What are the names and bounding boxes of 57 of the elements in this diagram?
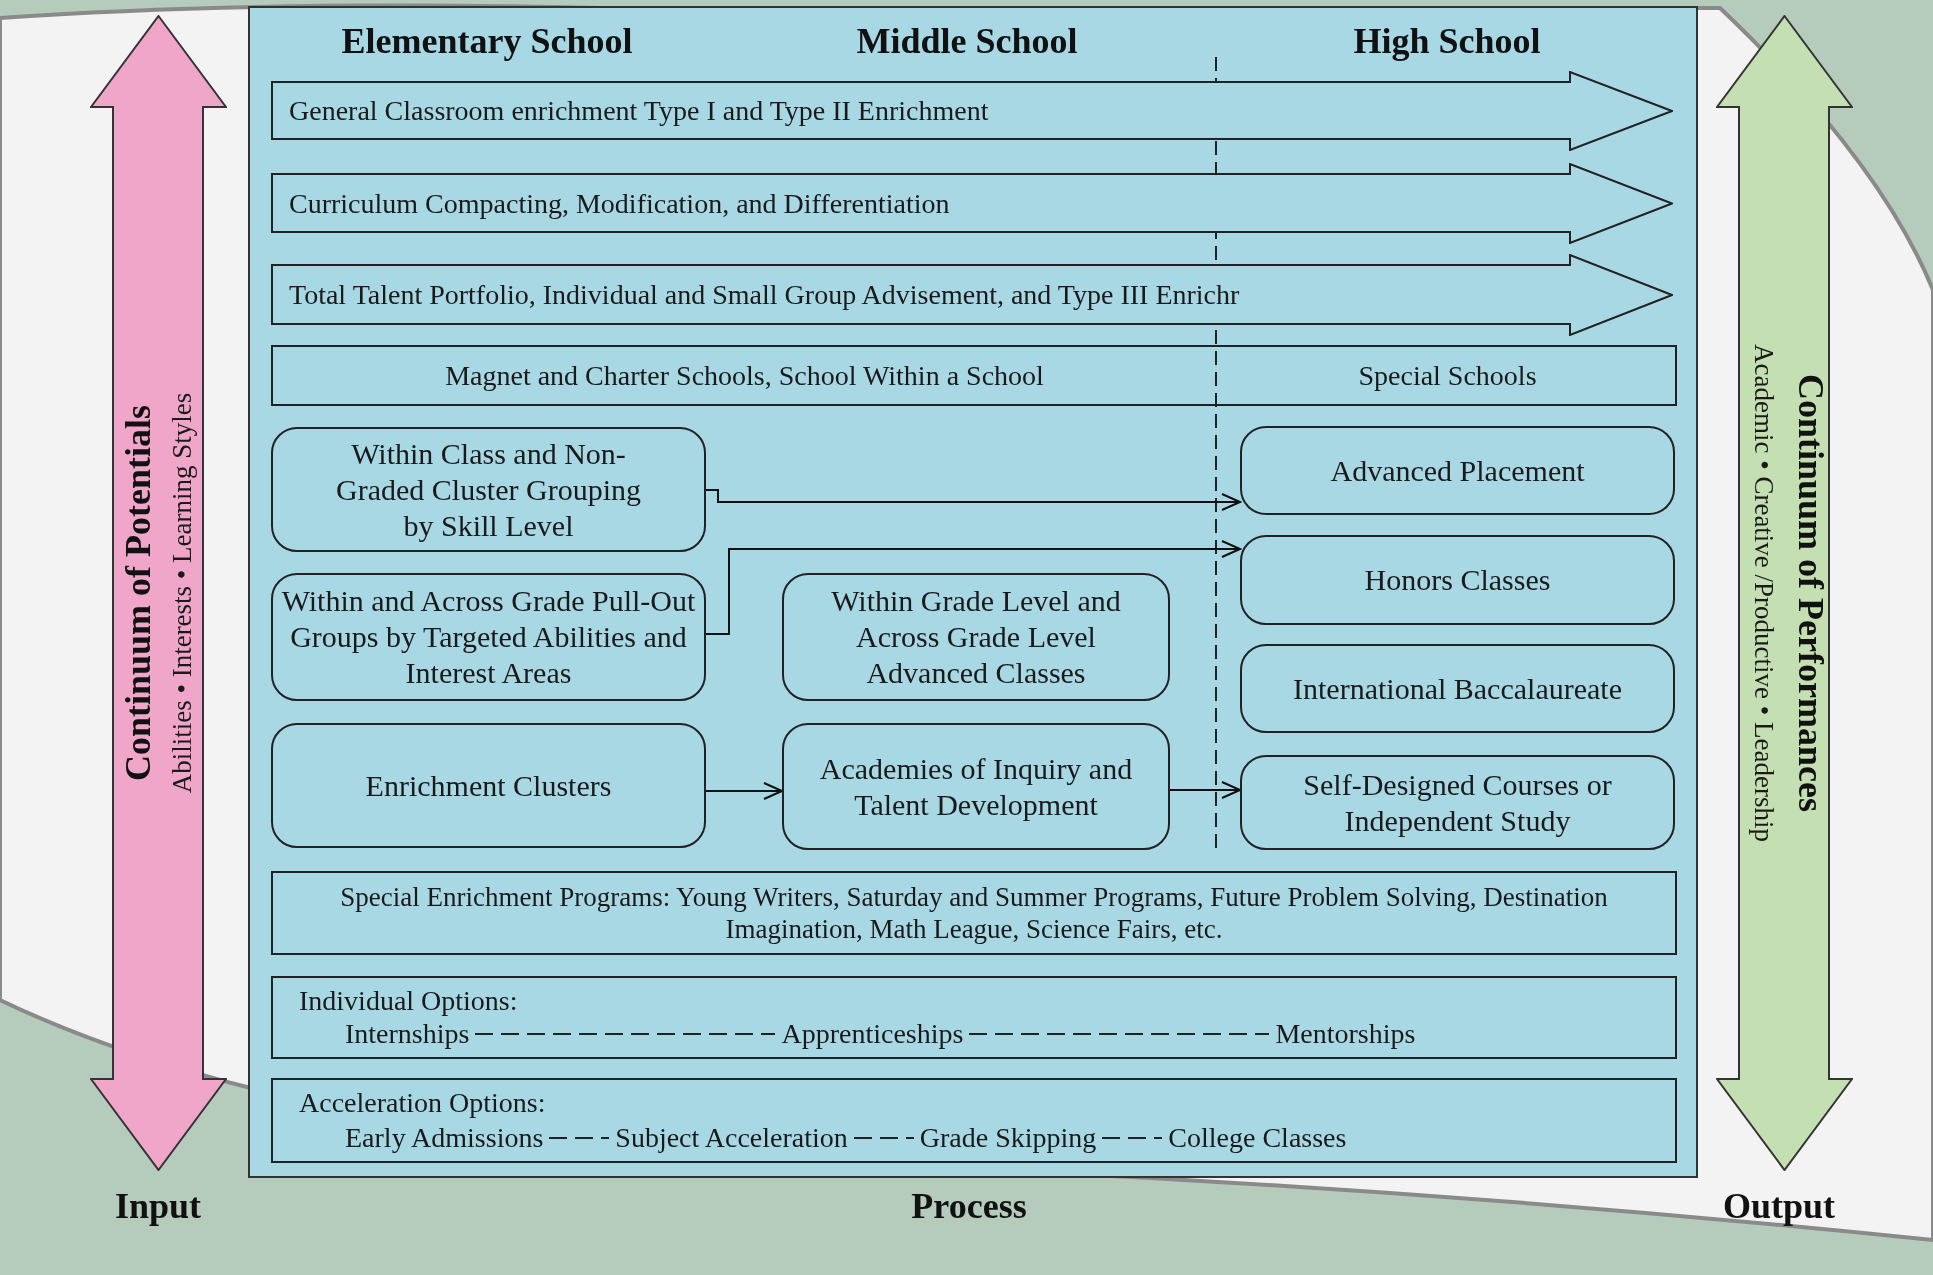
column-heading: High School (1353, 20, 1541, 62)
column-heading: Middle School (856, 20, 1078, 62)
program-box (1240, 535, 1675, 625)
option-label: Internships (345, 1017, 470, 1051)
option-label: Grade Skipping (919, 1121, 1097, 1155)
option-label: Apprenticeships (781, 1017, 964, 1051)
program-bar (271, 345, 1677, 406)
program-box (782, 573, 1170, 701)
arrow (705, 782, 783, 800)
program-box (782, 723, 1170, 850)
double-arrow-banner (1716, 15, 1853, 1171)
options-bar (271, 976, 1677, 1059)
banner-subtitle: Academic • Creative /Productive • Leadership (1748, 344, 1781, 842)
box-label: Within and Across Grade Pull-Out Groups by Targeted Abilities and Interest Areas (280, 583, 697, 691)
axis-caption: Process (911, 1185, 1027, 1227)
program-box (271, 573, 706, 701)
program-box (1240, 644, 1675, 733)
program-bar (271, 871, 1677, 955)
banner-subtitle: Abilities • Interests • Learning Styles (166, 392, 198, 794)
box-label: Within Grade Level and Across Grade Level Advanced Classes (830, 583, 1122, 691)
options-bar (271, 1078, 1677, 1163)
arrow (1169, 781, 1241, 799)
program-box (1240, 755, 1675, 850)
axis-caption: Output (1723, 1185, 1835, 1227)
bar-heading: Individual Options: (299, 984, 518, 1018)
double-arrow-banner (90, 15, 227, 1171)
option-label: Mentorships (1275, 1017, 1416, 1051)
program-box (271, 723, 706, 848)
option-label: Early Admissions (345, 1121, 544, 1155)
bar-heading: Acceleration Options: (299, 1086, 546, 1120)
bar-label: Special Schools (1358, 358, 1537, 393)
program-box (1240, 426, 1675, 515)
program-box (271, 427, 706, 552)
arrow-banner (271, 163, 1673, 244)
process-panel (248, 6, 1698, 1178)
box-label: Enrichment Clusters (365, 767, 612, 804)
box-label: Advanced Placement (1330, 452, 1585, 489)
arrow-banner (271, 71, 1673, 151)
box-label: Self-Designed Courses or Independent Study (1302, 766, 1613, 839)
banner-label: Curriculum Compacting, Modification, and Differentiation (289, 186, 950, 221)
banner-label: General Classroom enrichment Type I and Type II Enrichment (289, 94, 989, 128)
box-label: Honors Classes (1364, 562, 1551, 598)
box-label: International Baccalaureate (1293, 670, 1622, 707)
option-label: Subject Acceleration (615, 1121, 848, 1155)
box-label: Within Class and Non-Graded Cluster Grouping by Skill Level (335, 435, 642, 544)
option-label: College Classes (1168, 1121, 1347, 1155)
column-heading: Elementary School (341, 20, 633, 62)
arrow (705, 489, 1241, 511)
banner-title: Continuum of Potentials (117, 405, 159, 781)
banner-title: Continuum of Performances (1790, 374, 1832, 812)
arrow-banner (271, 254, 1673, 336)
arrow (705, 540, 1241, 635)
axis-caption: Input (114, 1185, 202, 1227)
bar-label: Magnet and Charter Schools, School Within a School (445, 358, 1044, 393)
banner-label: Total Talent Portfolio, Individual and Small Group Advisement, and Type III Enrichr (289, 278, 1240, 312)
bar-label: Special Enrichment Programs: Young Writers, Saturday and Summer Programs, Future Problem Solving, Destination Imagination, Math League, Science Fairs, etc. (339, 880, 1609, 946)
box-label: Academies of Inquiry and Talent Development (818, 750, 1134, 823)
